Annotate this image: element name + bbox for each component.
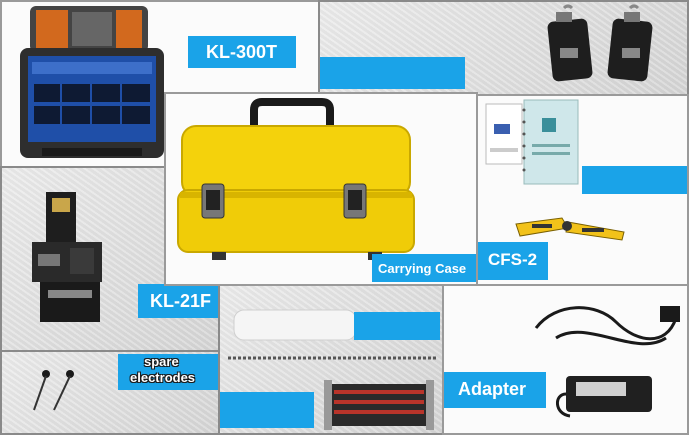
stripper-label: CFS-2 [488, 250, 538, 269]
shoulder-strap-image [547, 4, 653, 82]
documents-label-box [582, 166, 687, 194]
electrodes-label-line1: spare [144, 354, 179, 369]
electrodes-label-line2: electrodes [130, 370, 196, 385]
fiber-stripper-image [515, 217, 625, 241]
strap-label-box [320, 57, 465, 89]
fiber-cleaver-image [32, 192, 102, 322]
power-cord-image [534, 306, 680, 346]
electrodes-panel: spare electrodes [0, 350, 222, 435]
fusion-splicer-image [20, 6, 164, 158]
carrying-case-label-box [372, 254, 476, 282]
splicer-panel: KL-300T [0, 0, 320, 168]
stripper-panel: CFS-2 [474, 94, 689, 286]
fiber-holder-tray-image [324, 380, 434, 430]
manual-documents-image [485, 99, 579, 185]
heat-shrink-sleeve-image [233, 309, 357, 341]
holder-label-box [220, 392, 314, 428]
sleeve-label-box [354, 312, 440, 340]
cleaver-label: KL-21F [150, 291, 212, 311]
splicer-label-box [188, 36, 296, 68]
fiber-holder-strip-image [228, 356, 438, 360]
splicer-label: KL-300T [206, 42, 278, 62]
adapter-label-box [444, 372, 546, 408]
carrying-case-panel: Carrying Case [164, 92, 478, 286]
carrying-case-image [177, 98, 415, 260]
accessories-panel [218, 282, 444, 435]
electrodes-label-box [118, 354, 220, 390]
cleaver-label-box [138, 284, 224, 318]
adapter-label: Adapter [458, 379, 527, 399]
stripper-label-box [476, 242, 548, 280]
spare-electrodes-image [33, 370, 74, 411]
adapter-panel: Adapter [442, 284, 689, 435]
power-adapter-image [556, 376, 652, 418]
carrying-case-label: Carrying Case [378, 261, 467, 276]
strap-panel [318, 0, 689, 96]
